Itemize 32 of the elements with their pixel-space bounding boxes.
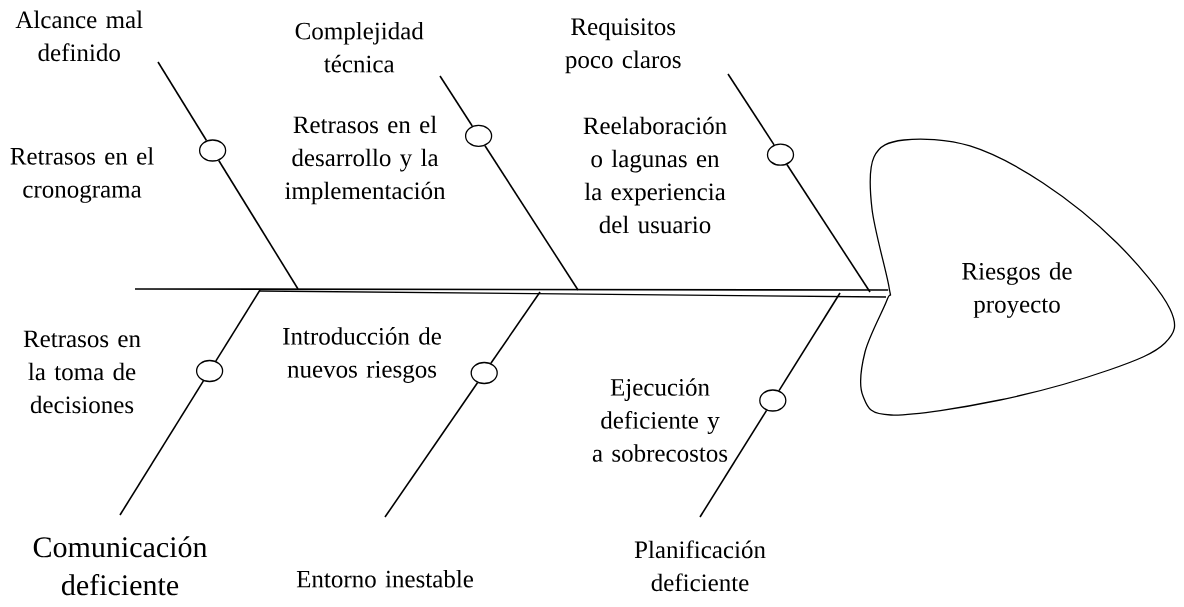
cause-circle (759, 389, 787, 412)
cause-text: Retrasos en el cronograma (10, 147, 154, 203)
bone-line (217, 159, 299, 290)
cause-text: Reelaboración o lagunas en la experiencia del usuario (583, 116, 727, 234)
bone-line (439, 75, 474, 127)
bone-line (727, 73, 775, 146)
cause-text: Ejecución deficiente y a sobrecostos (592, 378, 728, 462)
cause-circle (470, 361, 498, 385)
bone-line (786, 163, 871, 293)
bone-line (384, 381, 479, 518)
fish-head: Riesgos de proyecto (860, 138, 1176, 416)
cause-text: Retrasos en el desarrollo y la implementación (285, 115, 446, 205)
category-label: Comunicación deficiente (33, 536, 208, 596)
bone-line (490, 291, 541, 365)
cause-circle (464, 124, 493, 148)
cause-text: Retrasos en la toma de decisiones (23, 330, 141, 414)
category-label: Requisitos poco claros (565, 18, 681, 74)
bone-line (484, 144, 579, 291)
category-label: Alcance mal definido (15, 10, 143, 62)
cause-circle (195, 359, 224, 383)
bone-line (119, 380, 205, 516)
cause-circle (766, 143, 795, 166)
bone-line (699, 409, 768, 518)
cause-text: Introducción de nuevos riesgos (283, 327, 441, 383)
category-label: Planificación deficiente (634, 540, 766, 592)
bone-line (778, 292, 841, 392)
category-label: Complejidad técnica (295, 21, 424, 73)
spine-line (134, 288, 889, 291)
cause-circle (198, 139, 227, 162)
category-label: Entorno inestable (296, 570, 473, 588)
bone-line (157, 61, 208, 142)
bone-line (215, 289, 261, 362)
